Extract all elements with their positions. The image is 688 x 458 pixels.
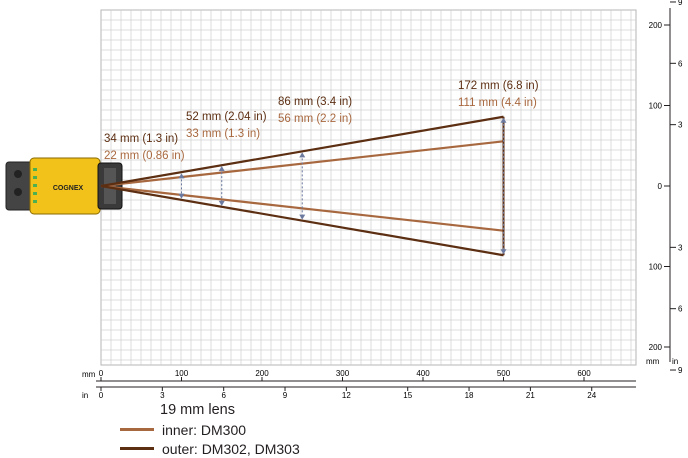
annotations: 34 mm (1.3 in) 22 mm (0.86 in) 52 mm (2.04… [104, 80, 539, 162]
annotation-outer: 52 mm (2.04 in) [186, 111, 267, 123]
measurement-arrows [178, 117, 507, 255]
bottom-in-tick-label: 15 [403, 391, 412, 400]
right-mm-tick-label: 200 [649, 21, 663, 30]
legend: 19 mm lens inner: DM300 outer: DM302, DM… [120, 400, 300, 458]
right-in-unit: in [672, 357, 678, 366]
camera-led [33, 192, 37, 195]
arrow-head-down [500, 249, 507, 255]
camera-port [14, 170, 22, 178]
right-in-tick-label: 9 [678, 366, 683, 375]
bottom-mm-tick-label: 100 [175, 369, 189, 378]
legend-item-inner: inner: DM300 [120, 420, 300, 439]
legend-label-inner: inner: DM300 [162, 421, 247, 438]
legend-label-outer: outer: DM302, DM303 [162, 440, 300, 457]
bottom-in-tick-label: 18 [465, 391, 474, 400]
bottom-in-tick-label: 9 [283, 391, 288, 400]
bottom-mm-tick-label: 400 [416, 369, 430, 378]
bottom-in-tick-label: 0 [99, 391, 104, 400]
legend-item-outer: outer: DM302, DM303 [120, 439, 300, 458]
beam-outer-upper [100, 115, 504, 188]
camera-led [33, 200, 37, 203]
camera-brand-label: COGNEX [53, 185, 84, 192]
right-mm-unit: mm [646, 357, 660, 366]
bottom-mm-tick-label: 300 [336, 369, 350, 378]
camera-port [14, 188, 22, 196]
camera-led [33, 176, 37, 179]
bottom-mm-tick-label: 600 [577, 369, 591, 378]
bottom-in-tick-label: 24 [587, 391, 596, 400]
beam-outer-lower [100, 184, 504, 257]
annotation-outer: 172 mm (6.8 in) [458, 80, 539, 92]
camera-led [33, 168, 37, 171]
right-in-tick-label: 9 [678, 0, 683, 7]
right-in-tick-label: 6 [678, 59, 683, 68]
annotation-outer: 86 mm (3.4 in) [278, 96, 352, 108]
arrow-head-up [299, 152, 306, 158]
arrow-head-down [218, 200, 225, 206]
legend-title: 19 mm lens [160, 402, 235, 418]
legend-swatch-outer [120, 447, 154, 450]
bottom-mm-tick-label: 0 [99, 369, 104, 378]
arrow-head-up [218, 166, 225, 172]
annotation-outer: 34 mm (1.3 in) [104, 133, 178, 145]
camera-led [33, 184, 37, 187]
bottom-mm-tick-label: 200 [255, 369, 269, 378]
right-mm-tick-label: 0 [658, 182, 663, 191]
bottom-in-tick-label: 21 [526, 391, 535, 400]
bottom-in-tick-label: 12 [342, 391, 351, 400]
grid-frame [100, 9, 637, 366]
bottom-in-unit: in [82, 391, 88, 400]
right-mm-tick-label: 200 [649, 343, 663, 352]
right-in-tick-label: 6 [678, 305, 683, 314]
legend-swatch-inner [120, 428, 154, 431]
bottom-in-tick-label: 3 [160, 391, 165, 400]
camera-icon: COGNEX [5, 157, 123, 215]
annotation-inner: 56 mm (2.2 in) [278, 113, 352, 125]
right-axis: 200 100 0 100 200 9 6 3 3 6 9 mm in [646, 0, 683, 375]
arrow-head-down [299, 214, 306, 220]
arrow-head-up [500, 117, 507, 123]
bottom-axis: mm in 0 100 200 300 400 500 600 0 3 6 9 12 15 18 21 24 [82, 369, 636, 400]
bottom-mm-tick-label: 500 [497, 369, 511, 378]
grid [100, 9, 637, 366]
arrow-head-down [178, 193, 185, 199]
annotation-inner: 111 mm (4.4 in) [458, 97, 537, 109]
arrow-head-up [178, 173, 185, 179]
bottom-mm-unit: mm [82, 370, 96, 379]
right-in-tick-label: 3 [678, 243, 683, 252]
bottom-in-tick-label: 6 [221, 391, 226, 400]
right-mm-tick-label: 100 [649, 102, 663, 111]
right-mm-tick-label: 100 [649, 263, 663, 272]
right-in-tick-label: 3 [678, 121, 683, 130]
annotation-inner: 33 mm (1.3 in) [186, 128, 260, 140]
annotation-inner: 22 mm (0.86 in) [104, 150, 185, 162]
